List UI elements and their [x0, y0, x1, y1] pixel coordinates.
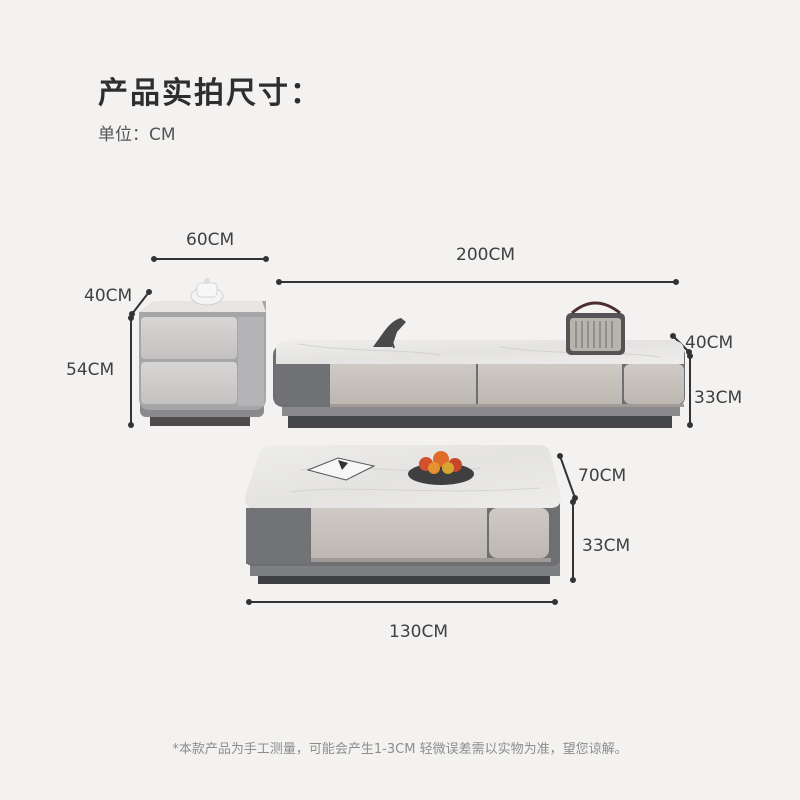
coffee-table — [244, 445, 562, 584]
coffee-table-height-label: 33CM — [582, 536, 631, 556]
tv-cabinet-height-label: 33CM — [694, 388, 743, 408]
nightstand-height-label: 54CM — [66, 360, 115, 380]
tv-cabinet-width-label: 200CM — [456, 245, 515, 265]
nightstand — [139, 278, 266, 426]
disclaimer-footnote: *本款产品为手工测量，可能会产生1-3CM 轻微误差需以实物为准，望您谅解。 — [172, 742, 628, 757]
tv-cabinet-depth-label: 40CM — [685, 333, 734, 353]
coffee-table-depth-label: 70CM — [578, 466, 627, 486]
unit-label: 单位：CM — [98, 125, 176, 145]
nightstand-width-label: 60CM — [186, 230, 235, 250]
page-title: 产品实拍尺寸： — [98, 76, 322, 111]
tv-cabinet — [273, 301, 685, 428]
nightstand-depth-label: 40CM — [84, 286, 133, 306]
dimension-lines — [128, 256, 693, 605]
coffee-table-width-label: 130CM — [389, 622, 448, 642]
